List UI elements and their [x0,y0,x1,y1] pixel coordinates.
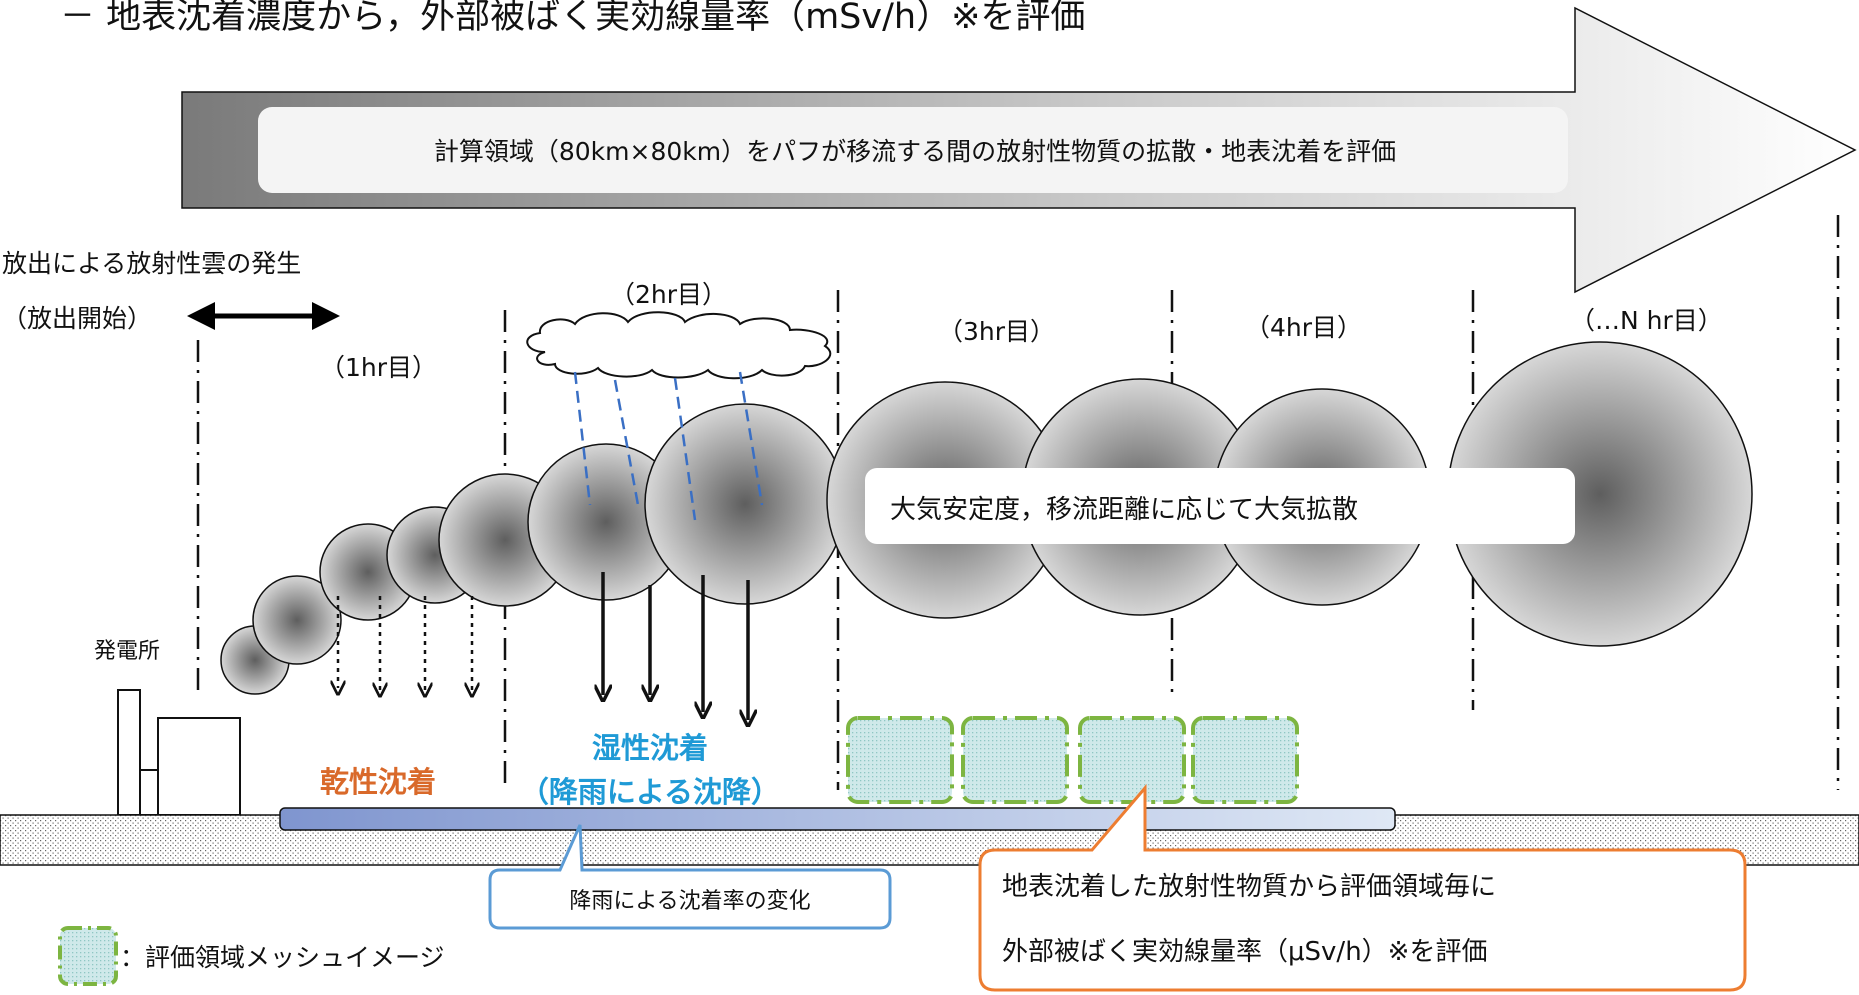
wet-deposition-label-line1: 湿性沈着 [592,731,708,765]
header-text: － 地表沈着濃度から，外部被ばく実効線量率（mSv/h）※を評価 [60,0,1085,37]
release-label-line2: （放出開始） [2,304,152,333]
dry-deposition-label: 乾性沈着 [320,765,436,799]
water-surface-bar [279,807,1396,831]
dispersion-label: 大気安定度，移流距離に応じて大気拡散 [890,495,1358,525]
mesh-cell [1078,716,1186,804]
dry-deposition-arrows [338,596,472,690]
dose-callout-line2: 外部被ばく実効線量率（μSv/h）※を評価 [1002,937,1487,967]
release-label-line1: 放出による放射性雲の発生 [2,249,301,278]
mesh-cell [846,716,954,804]
arrow-banner-text: 計算領域（80km×80km）をパフが移流する間の放射性物質の拡散・地表沈着を評… [434,137,1396,166]
rain-callout-text: 降雨による沈着率の変化 [569,889,810,914]
hour-label-1: （1hr目） [320,353,437,382]
legend-text: ：評価領域メッシュイメージ [120,943,445,972]
release-double-arrow [187,302,340,330]
arrow-banner-box [258,107,1568,193]
hour-label-5: （…N hr目） [1570,306,1723,335]
plant-label: 発電所 [94,639,160,664]
mesh-cell [1191,716,1299,804]
dose-callout-line1: 地表沈着した放射性物質から評価領域毎に [1002,872,1496,902]
wet-deposition-label-line2: （降雨による沈降） [520,775,780,809]
legend-mesh-swatch [58,926,118,986]
hour-label-2: （2hr目） [610,280,727,309]
wet-deposition-arrows [603,572,748,720]
rain-streaks [573,371,764,521]
dispersion-label-box [865,468,1575,544]
hour-label-3: （3hr目） [938,317,1055,346]
mesh-cell [961,716,1069,804]
hour-label-4: （4hr目） [1245,313,1362,342]
puff-2 [252,575,342,665]
power-plant-icon [117,689,241,816]
rain-callout: 降雨による沈着率の変化 [488,824,892,930]
puff-7 [644,403,846,605]
rain-cloud-icon [526,311,832,380]
evaluation-mesh [846,716,1299,804]
dose-callout: 地表沈着した放射性物質から評価領域毎に 外部被ばく実効線量率（μSv/h）※を評… [978,783,1747,992]
